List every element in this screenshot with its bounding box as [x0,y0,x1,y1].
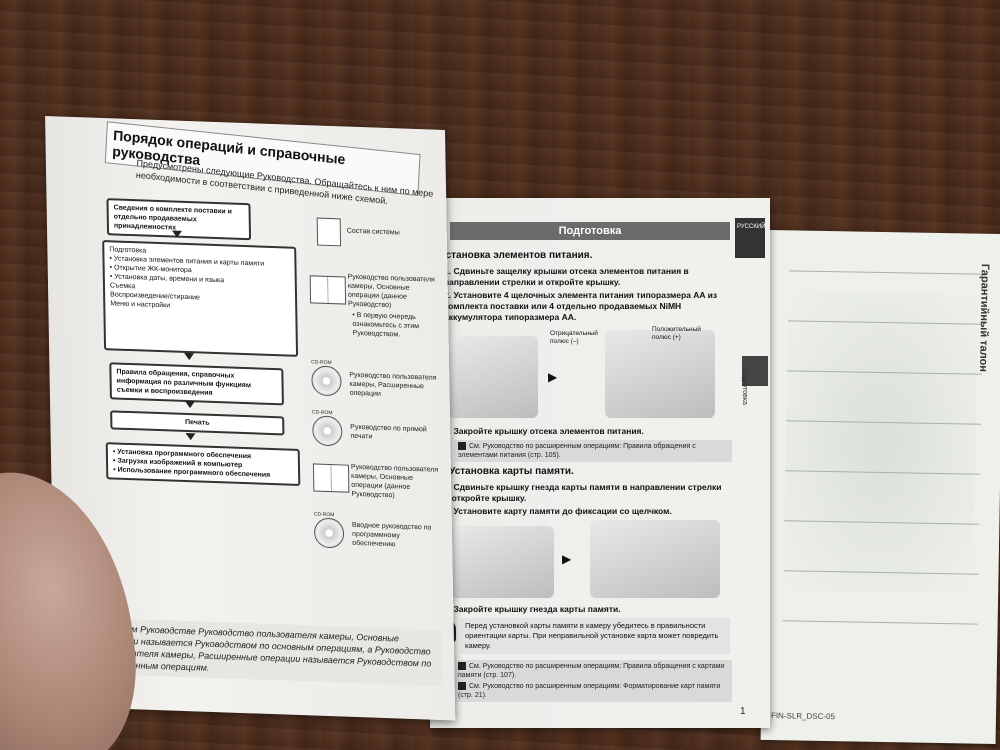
cd-rom-tag: CD-ROM [311,359,332,367]
step-2-2: 2. Установите карту памяти до фиксации с… [444,506,672,516]
card-slot-image [444,526,554,598]
label-advanced-guide: Руководство пользователя камеры, Расшире… [349,371,437,398]
caution-text: Перед установкой карты памяти в камеру у… [460,618,730,654]
down-arrow-icon [184,400,196,409]
card-insert-image [590,520,720,598]
cd-rom-icon [312,415,343,447]
right-page: Подготовка РУССКИЙ Подготовка Установка … [430,198,770,728]
positive-pole-label: Положительный полюс (+) [652,326,701,341]
warranty-card: Гарантийный талон FIN-SLR_DSC-05 [760,229,1000,745]
label-system-map: Состав системы [346,227,400,237]
warranty-title: Гарантийный талон [977,263,991,373]
battery-insert-image [605,330,715,418]
warranty-code: FIN-SLR_DSC-05 [770,711,836,722]
flow-step-print: Печать [110,410,285,436]
down-arrow-icon [185,432,196,441]
side-label: Подготовка [741,368,748,405]
note-2: См. Руководство по расширенным операциям… [454,660,732,682]
language-tab: РУССКИЙ [735,218,765,258]
down-arrow-icon [171,230,183,238]
note-3: См. Руководство по расширенным операциям… [454,680,732,702]
arrow-icon: ▶ [548,370,558,384]
step-2-3: 3. Закройте крышку гнезда карты памяти. [444,604,621,614]
cd-rom-icon [311,365,342,397]
note-1-text: См. Руководство по расширенным операциям… [458,443,696,459]
page-number: 1 [740,706,746,717]
step-1-2: 2. Установите 4 щелочных элемента питани… [444,290,718,322]
flow-step-main: Подготовка • Установка элементов питания… [102,240,299,357]
note-3-text: См. Руководство по расширенным операциям… [458,683,721,699]
document-icon [316,217,342,247]
reference-arrow-icon [458,442,466,451]
reference-arrow-icon [458,682,466,691]
step-1-3: 3. Закройте крышку отсека элементов пита… [444,426,644,436]
book-icon [312,463,350,493]
cd-rom-icon [313,517,345,549]
section-2-title: 2. Установка карты памяти. [438,466,574,477]
reference-arrow-icon [458,662,466,671]
cd-rom-tag: CD-ROM [311,409,333,417]
battery-compartment-image [448,336,538,418]
book-icon [309,275,347,305]
down-arrow-icon [184,352,195,361]
warranty-line [788,270,984,275]
flow-step-software: • Установка программного обеспечения • З… [105,442,301,486]
label-direct-print: Руководство по прямой печати [350,423,427,441]
note-1: См. Руководство по расширенным операциям… [454,440,732,462]
label-basic-guide-2: Руководство пользователя камеры, Основны… [350,463,439,500]
step-1-1: 1. Сдвиньте защелку крышки отсека элемен… [444,266,689,287]
flow-step-reference: Правила обращения, справочных информация… [109,362,284,406]
side-tab [742,356,768,386]
warranty-line [782,620,978,625]
footnote-text: В данном Руководстве Руководство пользов… [93,617,443,687]
cd-rom-tag: CD-ROM [313,511,335,519]
language-tab-label: РУССКИЙ [737,224,766,230]
label-basic-guide: Руководство пользователя камеры, Основны… [347,273,435,310]
step-2-1: 1. Сдвиньте крышку гнезда карты памяти в… [444,482,722,503]
section-1-title: Установка элементов питания. [440,250,593,261]
label-software-guide: Вводное руководство по программному обес… [351,521,432,549]
map-watermark [783,290,979,594]
note-2-text: См. Руководство по расширенным операциям… [458,663,725,679]
section-header: Подготовка [450,222,730,240]
arrow-icon: ▶ [562,552,572,566]
label-read-first: • В первую очередь ознакомьтесь с этим Р… [352,311,420,339]
negative-pole-label: Отрицательный полюс (–) [550,330,598,345]
